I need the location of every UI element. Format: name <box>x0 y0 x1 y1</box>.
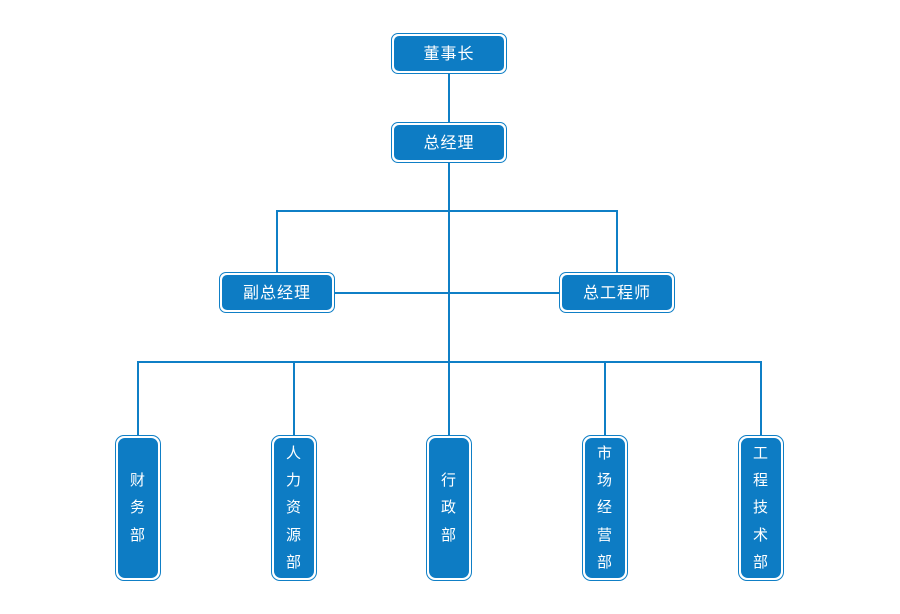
connector-drop-marketing-department <box>604 361 606 435</box>
org-node-human-resources-department[interactable]: 人力资源部 <box>271 435 317 581</box>
org-node-engineering-technology-department[interactable]: 工程技术部 <box>738 435 784 581</box>
org-node-finance-department[interactable]: 财务部 <box>115 435 161 581</box>
org-node-general-manager[interactable]: 总经理 <box>391 122 507 163</box>
org-node-general-manager-label: 总经理 <box>394 125 504 160</box>
connector-bus-level-3 <box>137 361 762 363</box>
connector-trunk-main <box>448 163 450 435</box>
org-node-chairman-label: 董事长 <box>394 36 504 71</box>
org-node-chairman[interactable]: 董事长 <box>391 33 507 74</box>
org-node-administration-department[interactable]: 行政部 <box>426 435 472 581</box>
connector-drop-chief-engineer <box>616 210 618 273</box>
org-node-engineering-technology-department-label: 工程技术部 <box>741 438 781 578</box>
connector-drop-human-resources-department <box>293 361 295 435</box>
connector-drop-engineering-technology-department <box>760 361 762 435</box>
connector-bus-level-2 <box>276 210 618 212</box>
org-node-marketing-department[interactable]: 市场经营部 <box>582 435 628 581</box>
connector-drop-deputy-general-manager <box>276 210 278 273</box>
org-node-human-resources-department-label: 人力资源部 <box>274 438 314 578</box>
org-node-marketing-department-label: 市场经营部 <box>585 438 625 578</box>
org-node-deputy-general-manager-label: 副总经理 <box>222 275 332 310</box>
org-node-deputy-general-manager[interactable]: 副总经理 <box>219 272 335 313</box>
connector-deputy-to-chief-engineer <box>334 292 560 294</box>
org-node-finance-department-label: 财务部 <box>118 438 158 578</box>
connector-drop-finance-department <box>137 361 139 435</box>
org-node-administration-department-label: 行政部 <box>429 438 469 578</box>
org-node-chief-engineer-label: 总工程师 <box>562 275 672 310</box>
org-node-chief-engineer[interactable]: 总工程师 <box>559 272 675 313</box>
connector-chairman-to-general-manager <box>448 73 450 122</box>
